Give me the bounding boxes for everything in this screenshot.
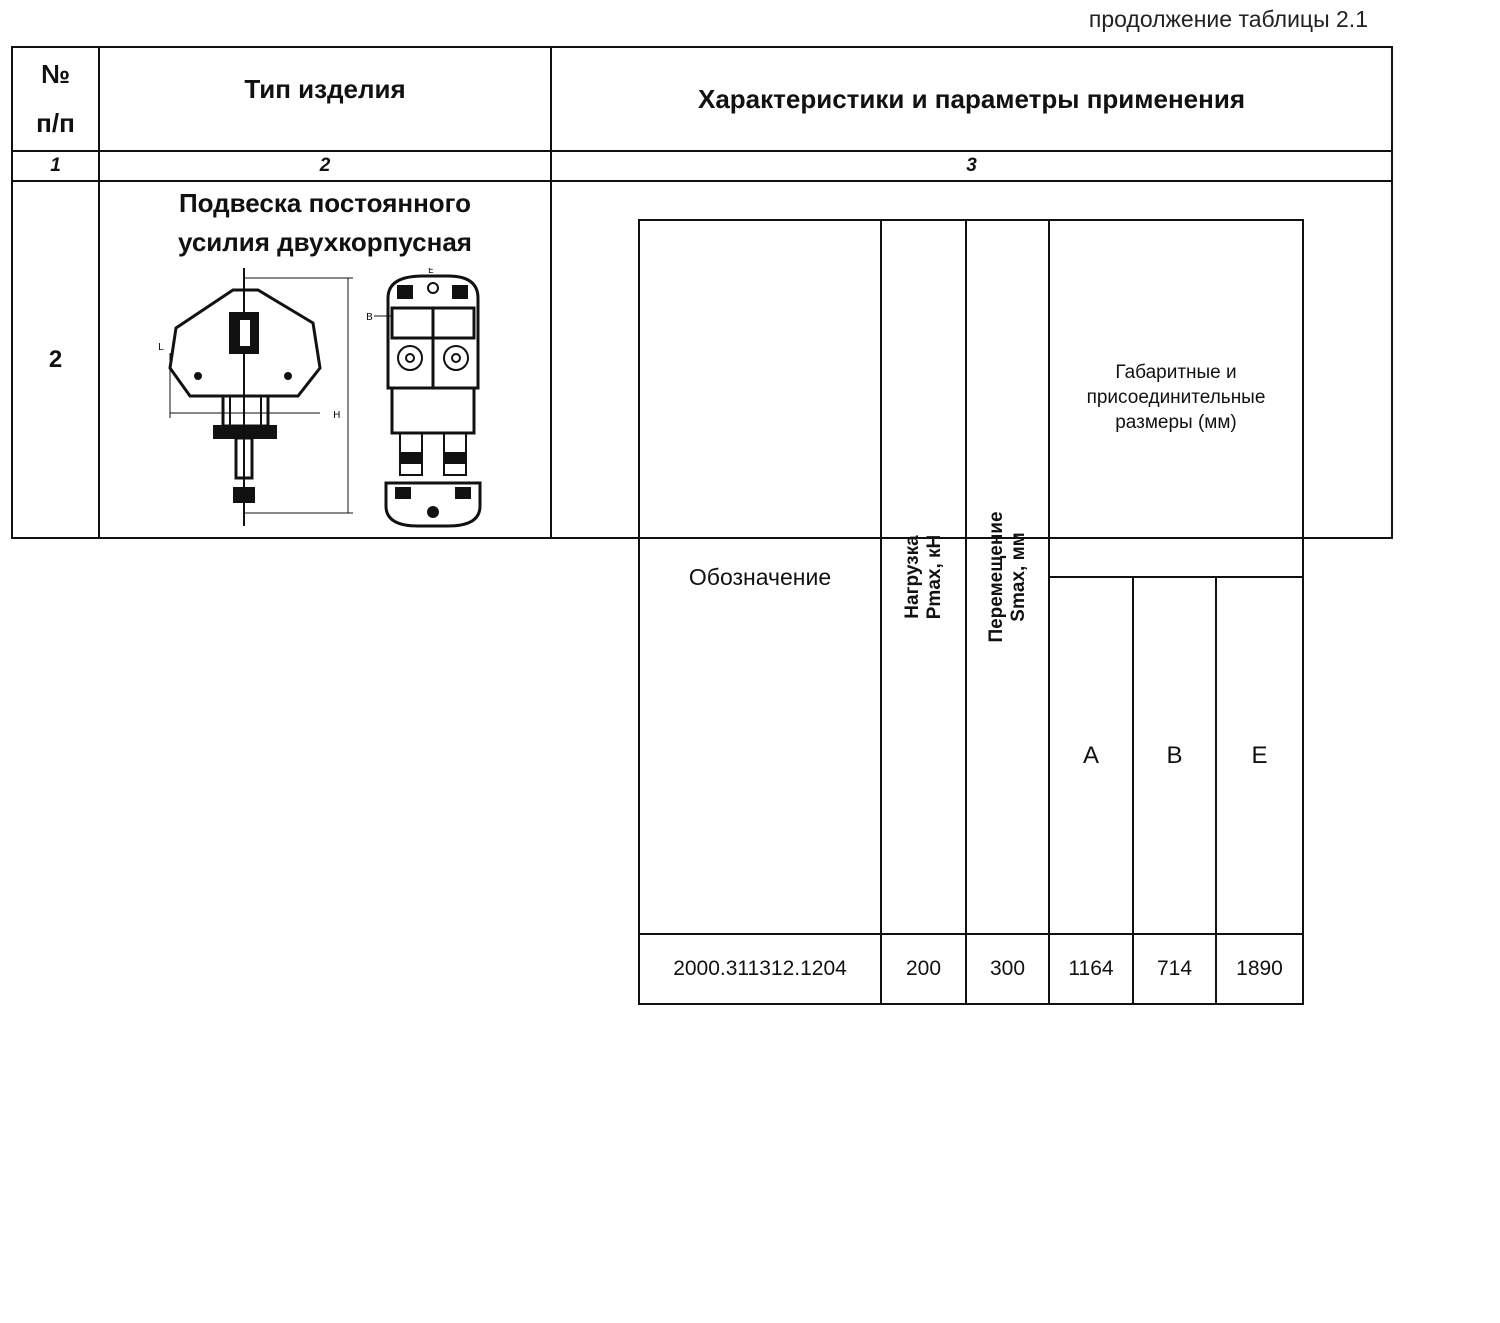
spec-header-row: Обозначение Нагрузка Pmax, кН Перем	[638, 219, 1304, 935]
spec-header-displacement-line2: Smax, мм	[1007, 532, 1029, 622]
spec-subheader-row: A B E	[639, 576, 1304, 935]
svg-text:B: B	[366, 312, 373, 323]
spec-header-e: E	[1215, 576, 1304, 935]
spec-header-dimensions-line2: присоединительные	[1086, 387, 1266, 409]
main-table: № п/п Тип изделия Характеристики и парам…	[11, 46, 1393, 1005]
spec-header-load: Нагрузка Pmax, кН	[880, 219, 967, 935]
header-characteristics: Характеристики и параметры применения	[550, 46, 1393, 152]
svg-text:E: E	[428, 268, 434, 276]
svg-text:H: H	[333, 410, 341, 421]
header-product-type: Тип изделия	[98, 46, 552, 152]
spec-cell-designation: 2000.311312.1204	[638, 933, 882, 1005]
svg-text:L: L	[158, 342, 164, 353]
spec-cell-load: 200	[880, 933, 967, 1005]
table-continuation-caption: продолжение таблицы 2.1	[1088, 6, 1368, 32]
row-number: 2	[11, 180, 100, 539]
spec-table: Обозначение Нагрузка Pmax, кН Перем	[638, 219, 1304, 1005]
spec-header-dimensions-line1: Габаритные и	[1115, 362, 1237, 384]
spec-header-a: A	[1048, 576, 1134, 935]
product-cell: Подвеска постоянного усилия двухкорпусна…	[98, 180, 552, 539]
spec-header-load-line2: Pmax, кН	[923, 534, 945, 620]
spec-header-designation: Обозначение	[638, 219, 882, 935]
spec-cell-b: 714	[1132, 933, 1217, 1005]
table-row: 2000.311312.1204 200 300 1164 714 1890	[638, 933, 1304, 1005]
header-row: № п/п Тип изделия Характеристики и парам…	[11, 46, 1393, 152]
spec-header-b: B	[1132, 576, 1217, 935]
header-number: № п/п	[11, 46, 100, 152]
column-number-3: 3	[550, 150, 1393, 182]
spec-cell-a: 1164	[1048, 933, 1134, 1005]
column-number-2: 2	[98, 150, 552, 182]
spec-cell-displacement: 300	[965, 933, 1050, 1005]
product-name: Подвеска постоянного усилия двухкорпусна…	[100, 184, 550, 262]
column-number-1: 1	[11, 150, 100, 182]
spec-cell-e: 1890	[1215, 933, 1304, 1005]
column-number-row: 1 2 3	[11, 150, 1393, 182]
spec-header-displacement-line1: Перемещение	[985, 511, 1007, 643]
product-name-line1: Подвеска постоянного	[178, 188, 472, 218]
header-number-line2: п/п	[36, 108, 75, 138]
spec-header-load-line1: Нагрузка	[901, 535, 923, 619]
product-name-line2: усилия двухкорпусная	[178, 227, 472, 257]
spec-header-dimensions-line3: размеры (мм)	[1115, 411, 1237, 433]
characteristics-cell: Обозначение Нагрузка Pmax, кН Перем	[550, 180, 1393, 1005]
table-row: 2 Подвеска постоянного усилия двухкорпус…	[11, 180, 1393, 1005]
spec-header-displacement: Перемещение Smax, мм	[965, 219, 1050, 935]
spec-header-dimensions: Габаритные и присоединительные размеры (…	[1048, 219, 1304, 578]
hanger-drawing-icon: L H	[158, 268, 482, 528]
header-number-line1: №	[41, 58, 70, 89]
